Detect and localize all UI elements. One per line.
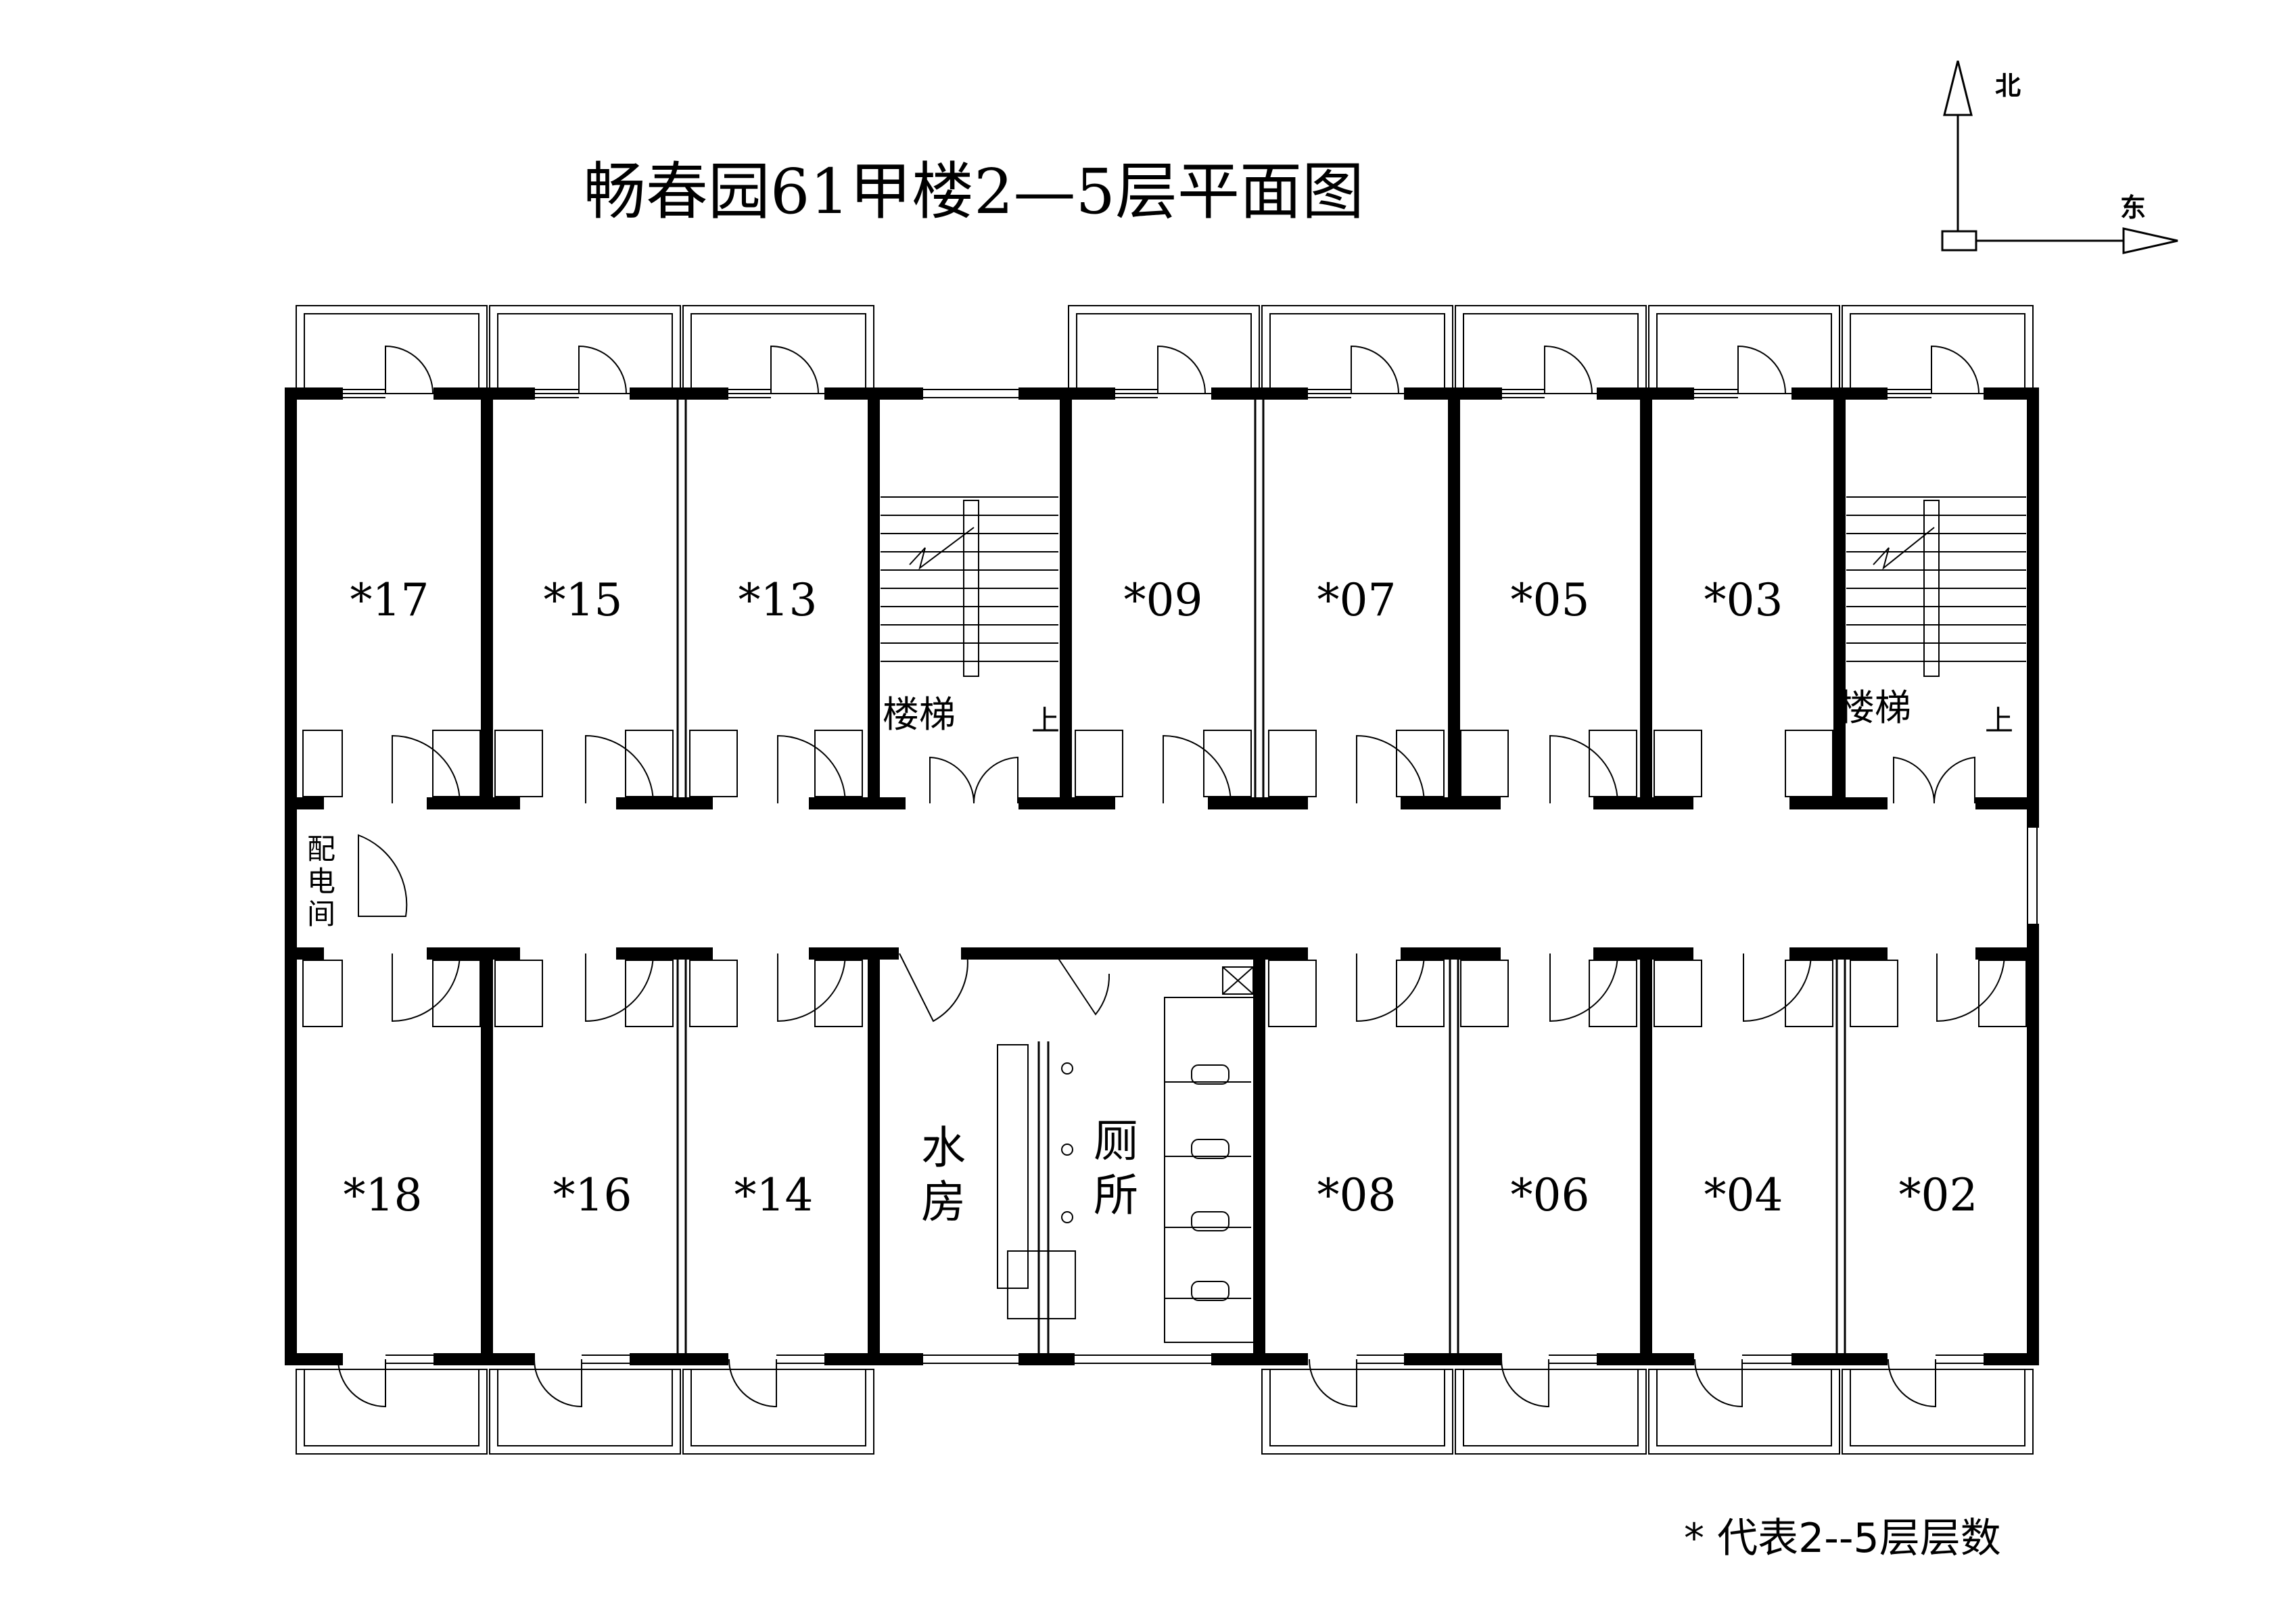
water-room-label: 房 — [921, 1176, 966, 1228]
windows — [337, 389, 2038, 1364]
legend-note: * 代表2--5层层数 — [1684, 1515, 2001, 1562]
compass — [1941, 60, 2178, 254]
north-balconies — [296, 305, 2034, 394]
north-label: 北 — [1995, 71, 2021, 101]
room-label: *04 — [1704, 1169, 1783, 1221]
room-label: *17 — [350, 574, 429, 626]
east-arrow-icon — [2122, 227, 2178, 254]
toilet-label: 厕 — [1094, 1115, 1138, 1167]
room-label: *05 — [1511, 574, 1590, 626]
room-label: *03 — [1704, 574, 1783, 626]
toilet-label: 所 — [1094, 1169, 1138, 1221]
toilet-fixtures — [997, 966, 1260, 1343]
room-label: *15 — [544, 574, 623, 626]
stairs-up-label: 上 — [1031, 704, 1060, 737]
water-room-label: 水 — [921, 1122, 966, 1174]
room-label: *16 — [553, 1169, 632, 1221]
stairs-label: 楼梯 — [883, 693, 956, 736]
north-arrow-icon — [1943, 60, 1973, 116]
east-label: 东 — [2120, 193, 2146, 222]
room-label: *06 — [1511, 1169, 1590, 1221]
plan-title: 畅春园61甲楼2—5层平面图 — [584, 156, 1364, 228]
stairs-east — [1846, 496, 2026, 677]
room-label: *08 — [1317, 1169, 1397, 1221]
room-label: *14 — [734, 1169, 814, 1221]
electrical-room-label: 间 — [307, 897, 335, 930]
electrical-room-label: 配 — [307, 832, 335, 866]
room-label: *09 — [1124, 574, 1203, 626]
stairs-label: 楼梯 — [1838, 686, 1911, 729]
walls — [285, 387, 2039, 1365]
stairs-west — [881, 496, 1058, 677]
stairs-up-label: 上 — [1985, 704, 2013, 737]
south-balconies — [296, 1369, 2034, 1455]
electrical-room-label: 电 — [307, 865, 335, 898]
cabinets — [302, 730, 2027, 1027]
room-label: *18 — [344, 1169, 423, 1221]
room-label: *13 — [739, 574, 818, 626]
room-label: *02 — [1899, 1169, 1978, 1221]
doors — [337, 345, 2005, 1408]
thin-partitions — [676, 399, 1846, 1354]
room-label: *07 — [1317, 574, 1397, 626]
